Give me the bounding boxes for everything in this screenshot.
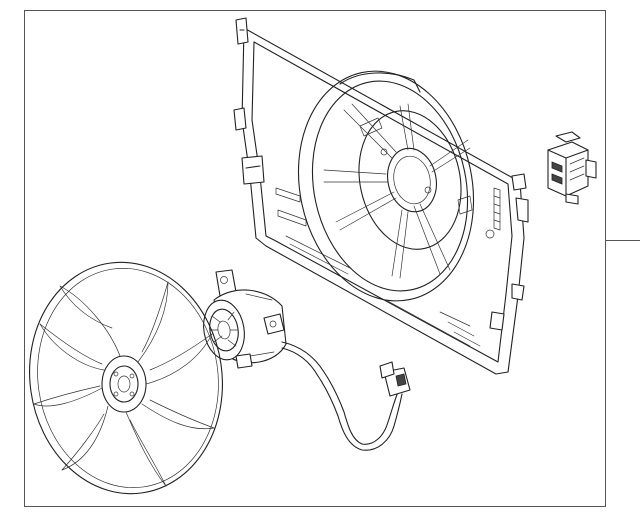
motor-drawing[interactable] [199,269,287,369]
fan-blade-drawing[interactable] [15,250,237,506]
fan-shroud-drawing[interactable] [233,17,529,375]
callout-leader-line [606,240,640,241]
harness-plug-drawing[interactable] [281,341,411,451]
resistor-connector-drawing[interactable] [547,131,597,205]
